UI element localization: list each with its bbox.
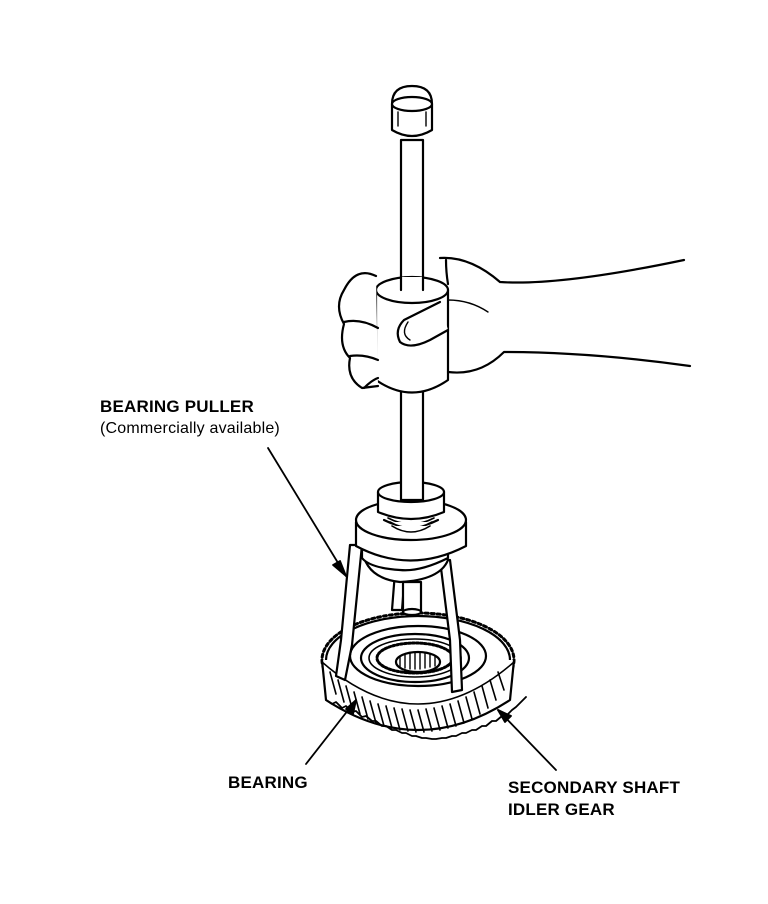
idler-gear: [320, 611, 527, 740]
label-bearing: BEARING: [228, 772, 308, 794]
arrow-bearing-puller: [267, 447, 347, 577]
gear-teeth: [329, 671, 505, 733]
puller-yoke: [354, 480, 468, 562]
label-idler-gear-line2: IDLER GEAR: [508, 800, 615, 819]
label-idler-gear-line1: SECONDARY SHAFT: [508, 778, 681, 797]
label-bearing-puller-note: (Commercially available): [100, 420, 280, 437]
bearing: [359, 632, 471, 684]
hand: [337, 256, 692, 390]
shaft-top-knob: [390, 84, 434, 138]
label-bearing-text: BEARING: [228, 773, 308, 792]
label-bearing-puller-title: BEARING PULLER: [100, 397, 254, 416]
label-idler-gear: SECONDARY SHAFT IDLER GEAR: [508, 777, 680, 821]
label-bearing-puller: BEARING PULLER (Commercially available): [100, 396, 280, 440]
leader-arrows: [267, 447, 557, 771]
